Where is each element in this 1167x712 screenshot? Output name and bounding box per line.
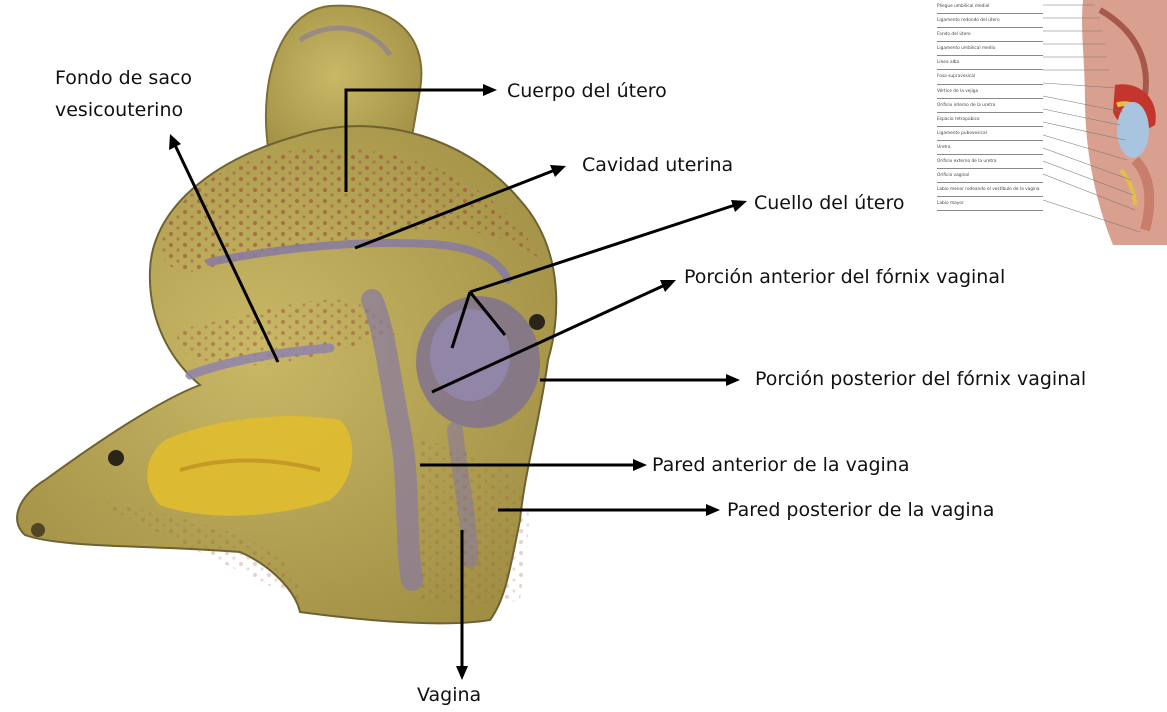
label-pared-posterior: Pared posterior de la vagina — [727, 497, 994, 524]
label-vagina: Vagina — [417, 682, 481, 709]
label-fornix-posterior: Porción posterior del fórnix vaginal — [755, 366, 1086, 393]
inset-reference-illustration: Pliegue umbilical medial Ligamento redon… — [935, 0, 1167, 245]
label-fornix-anterior: Porción anterior del fórnix vaginal — [684, 264, 1005, 291]
label-cuello-utero: Cuello del útero — [754, 190, 905, 217]
label-pared-anterior: Pared anterior de la vagina — [652, 452, 909, 479]
label-cavidad-uterina: Cavidad uterina — [582, 152, 733, 179]
inset-anatomy-drawing — [935, 0, 1167, 245]
label-fondo-saco: Fondo de saco vesicouterino — [55, 62, 192, 126]
label-cuerpo-utero: Cuerpo del útero — [507, 78, 667, 105]
